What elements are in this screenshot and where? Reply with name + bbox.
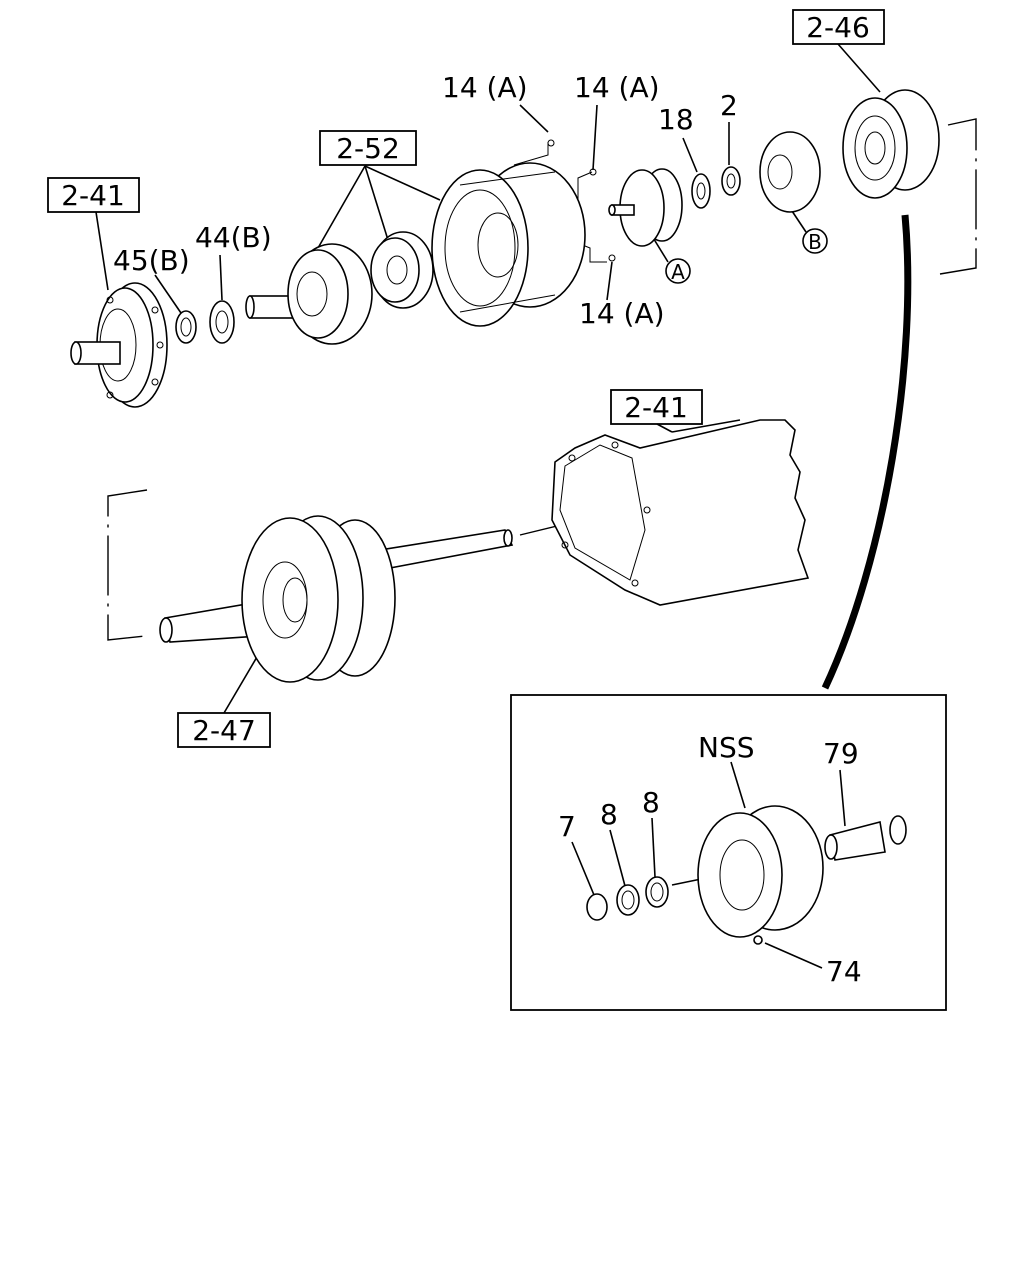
planetary-bearing (370, 231, 434, 309)
pump-cover (70, 282, 168, 408)
svg-text:B: B (808, 230, 822, 254)
ref-box-2-41-case[interactable]: 2-41 (610, 389, 703, 425)
ref-box-2-52[interactable]: 2-52 (319, 130, 417, 166)
label-14a-2: 14 (A) (574, 71, 660, 104)
label-44b: 44(B) (195, 221, 272, 254)
detail-link-line (821, 214, 912, 690)
piston-a (608, 168, 683, 247)
washer-2 (721, 166, 741, 196)
label-45b: 45(B) (113, 244, 190, 277)
seal-45b (175, 310, 197, 344)
clutch-assembly-2-47 (241, 515, 396, 683)
sun-gear-b (759, 131, 821, 213)
label-8-left: 8 (600, 798, 618, 831)
ref-label-2-41-case: 2-41 (624, 391, 688, 424)
ref-label-2-46: 2-46 (806, 11, 870, 44)
label-74: 74 (826, 955, 862, 988)
ref-box-2-47[interactable]: 2-47 (177, 712, 271, 748)
transmission-case (551, 419, 810, 606)
marker-b: B (802, 228, 828, 254)
ref-box-2-41-top[interactable]: 2-41 (47, 177, 140, 213)
ref-label-2-47: 2-47 (192, 714, 256, 747)
detail-inset: NSS 79 7 8 8 74 (510, 694, 947, 1011)
pin-14a-3 (608, 254, 616, 262)
washer-18 (691, 173, 711, 209)
svg-text:A: A (671, 260, 685, 284)
pin-14a-1 (547, 139, 555, 147)
ref-box-2-46[interactable]: 2-46 (792, 9, 885, 45)
pin-14a-2 (589, 168, 597, 176)
label-14a-3: 14 (A) (579, 297, 665, 330)
label-8-right: 8 (642, 786, 660, 819)
input-drum (245, 243, 373, 345)
label-nss: NSS (698, 731, 755, 764)
drum-2-46 (842, 89, 940, 199)
label-18: 18 (658, 103, 694, 136)
ref-label-2-41-top: 2-41 (61, 179, 125, 212)
clutch-housing (431, 162, 586, 327)
label-14a-1: 14 (A) (442, 71, 528, 104)
bearing-44b (209, 300, 235, 344)
ref-label-2-52: 2-52 (336, 132, 400, 165)
marker-a: A (665, 258, 691, 284)
label-2: 2 (720, 89, 738, 122)
label-79: 79 (823, 737, 859, 770)
label-7: 7 (558, 810, 576, 843)
